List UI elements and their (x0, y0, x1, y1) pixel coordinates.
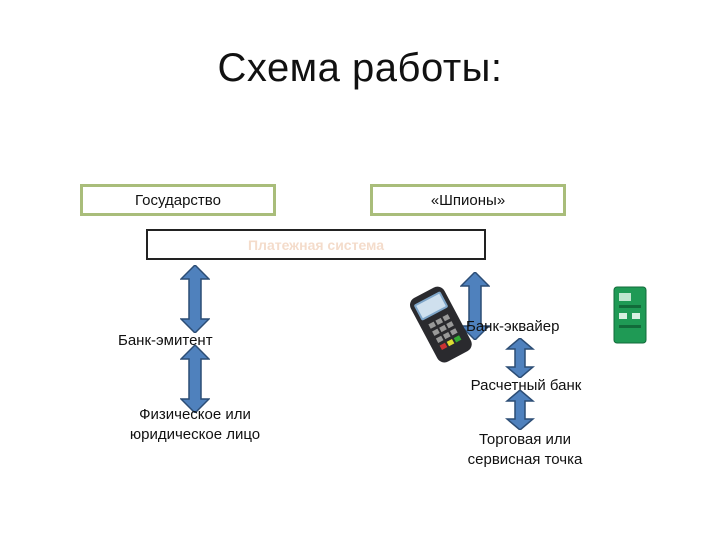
double-arrow-icon (505, 390, 535, 430)
spies-box-label: «Шпионы» (430, 191, 506, 209)
double-arrow-icon (505, 338, 535, 378)
double-arrow-icon (180, 345, 210, 413)
payment-system-box: Платежная система (146, 229, 486, 260)
state-box: Государство (80, 184, 276, 216)
slide-title: Схема работы: (217, 46, 503, 90)
double-arrow-icon (180, 265, 210, 333)
payment-kiosk-icon (613, 286, 647, 344)
merchant-label: Торговая или сервисная точка (467, 431, 583, 468)
acquirer-bank-label: Банк-эквайер (466, 318, 560, 335)
double-arrow-icon (460, 272, 490, 340)
payment-system-label: Платежная система (247, 236, 385, 253)
issuer-bank-label: Банк-эмитент (118, 332, 213, 349)
spies-box: «Шпионы» (370, 184, 566, 216)
settlement-bank-label: Расчетный банк (470, 377, 582, 394)
pos-terminal-icon (410, 286, 472, 363)
person-label: Физическое или юридическое лицо (129, 406, 261, 443)
state-box-label: Государство (135, 191, 221, 209)
